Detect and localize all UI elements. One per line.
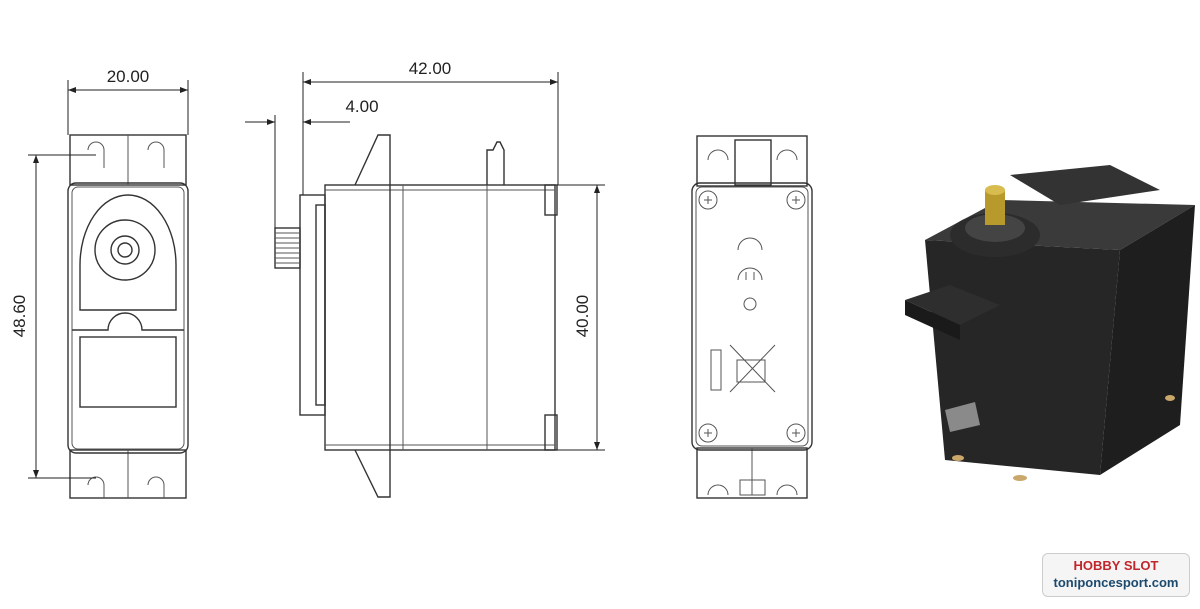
front-view [67,134,189,499]
side-height-dimension: 40.00 [557,184,605,451]
side-spline-label: 4.00 [345,97,378,116]
front-width-label: 20.00 [107,67,150,86]
side-height-label: 40.00 [573,295,592,338]
front-width-dimension: 20.00 [67,67,189,135]
side-length-dimension: 42.00 [302,59,559,195]
front-height-label: 48.60 [10,295,29,338]
bottom-view [691,135,813,499]
side-spline-dimension: 4.00 [245,97,379,228]
side-length-label: 42.00 [409,59,452,78]
watermark-brand: HOBBY SLOT [1073,558,1159,573]
servo-3d-render [905,165,1195,481]
watermark-site: toniponcesport.com [1053,575,1179,590]
watermark-badge: HOBBY SLOT toniponcesport.com [1042,553,1190,597]
side-view [274,134,558,498]
front-height-dimension: 48.60 [10,154,96,479]
